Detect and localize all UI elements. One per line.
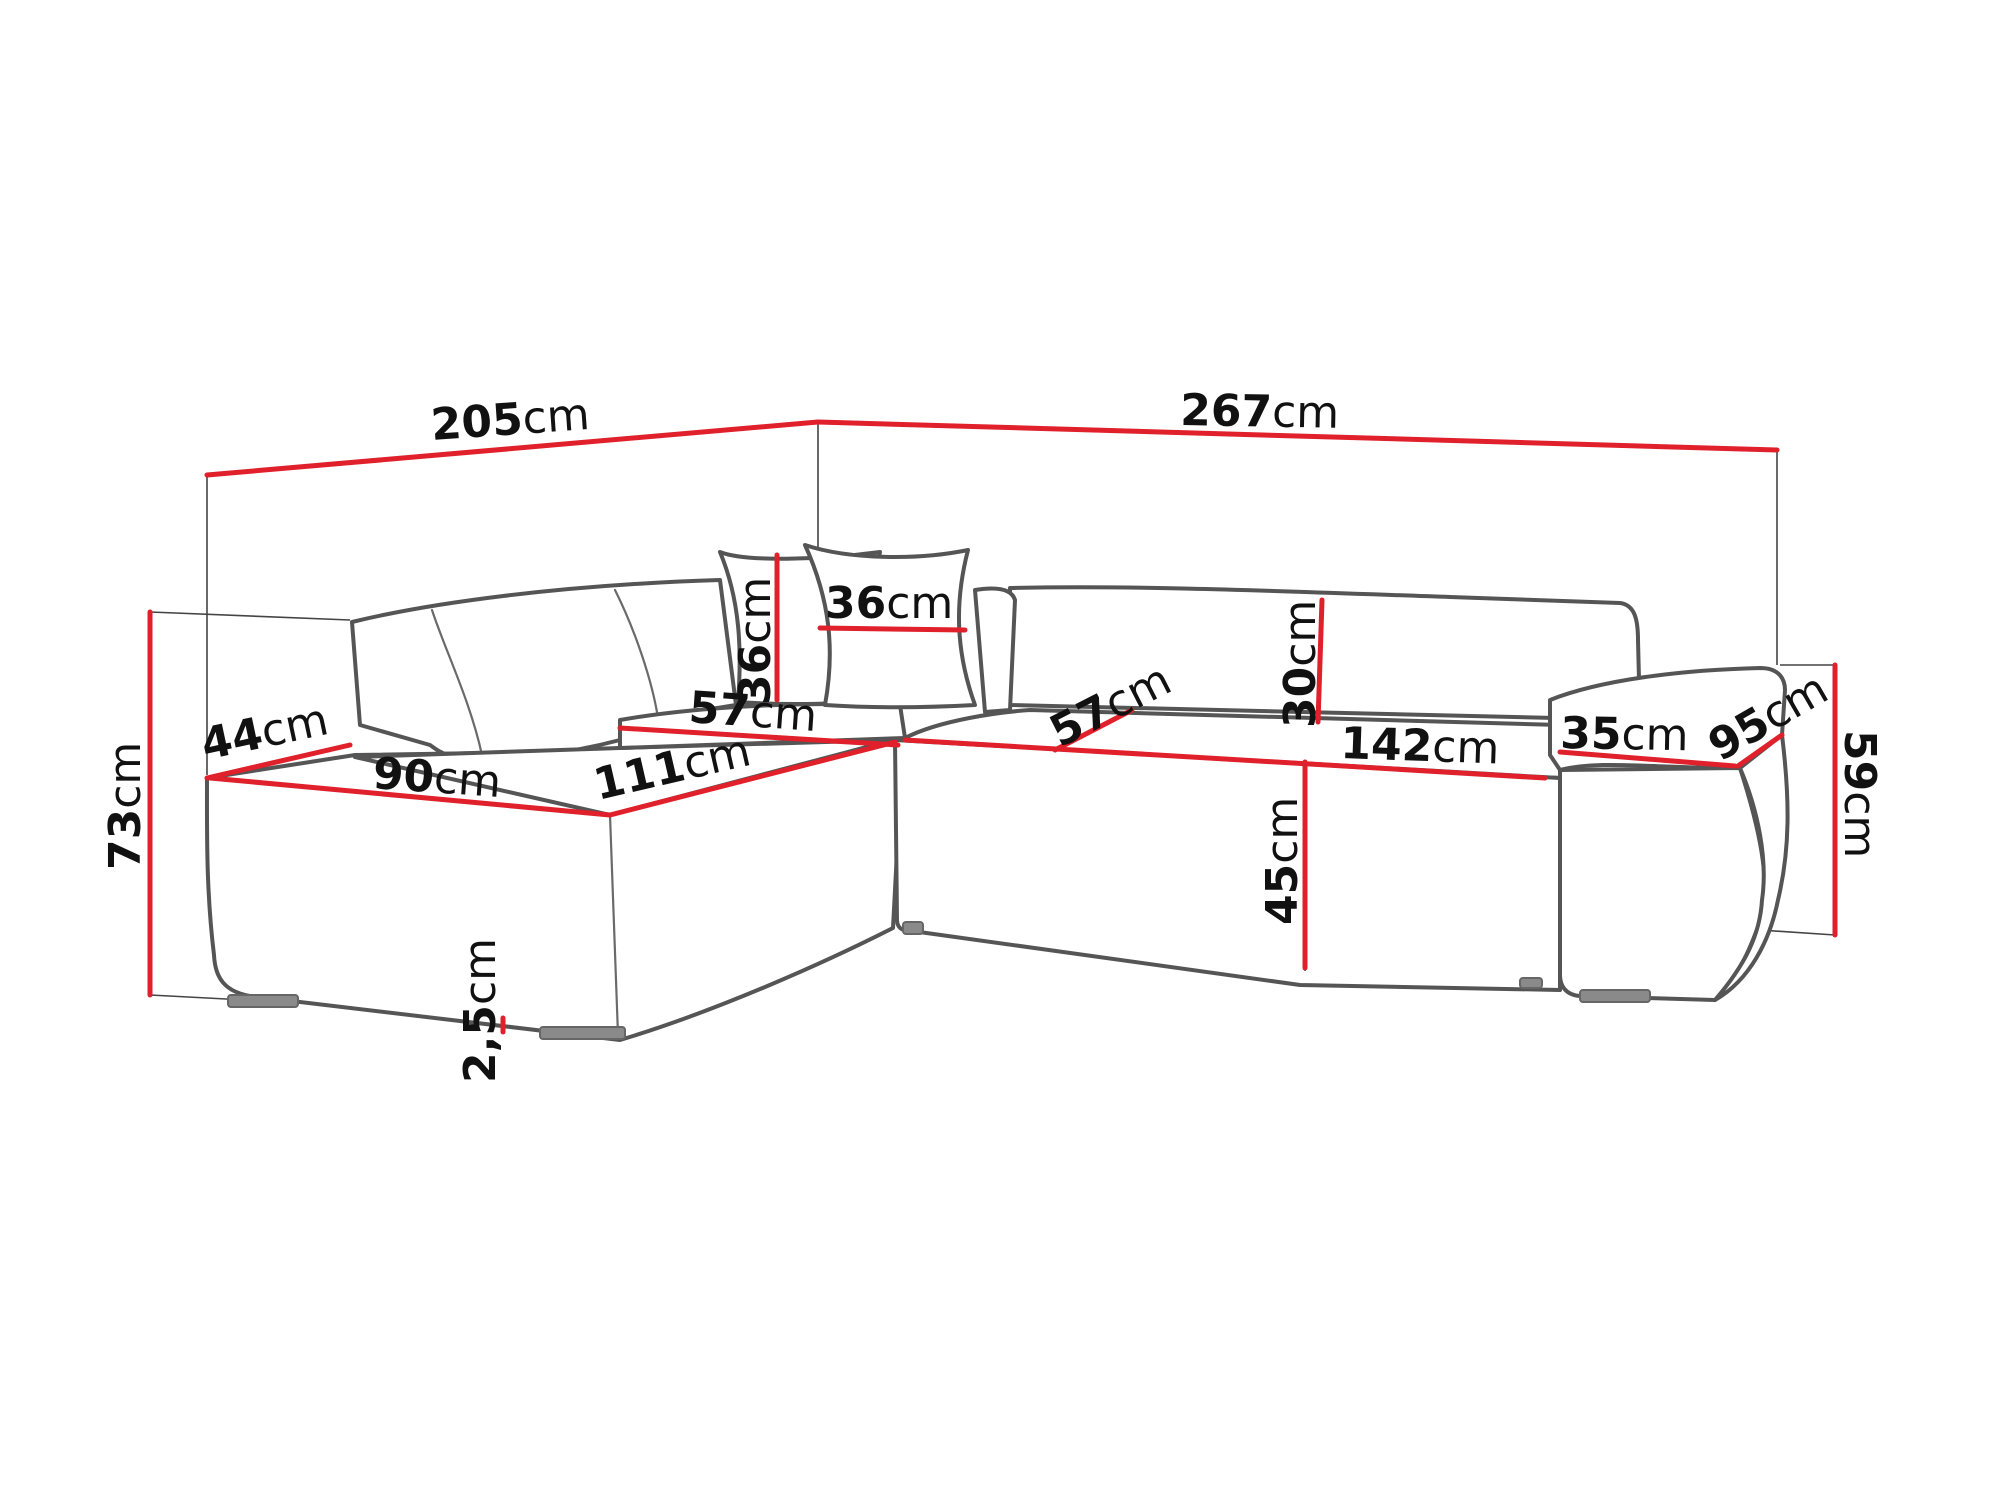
- dim-line-90-111: [207, 775, 613, 818]
- label-30: 30cm: [1275, 600, 1326, 728]
- label-36-pillow-h: 36cm: [730, 577, 781, 705]
- dim-line-57-left: [617, 725, 901, 748]
- dim-line-205: [204, 419, 821, 478]
- label-142: 142cm: [1340, 718, 1501, 775]
- label-59: 59cm: [1834, 730, 1885, 858]
- dim-line-36-pillow-w: [817, 625, 968, 633]
- dim-line-44: [204, 742, 353, 781]
- label-35: 35cm: [1560, 708, 1689, 761]
- dim-line-111: [607, 739, 898, 818]
- dim-line-30: [1315, 597, 1325, 725]
- label-57-left: 57cm: [687, 682, 819, 742]
- label-36-pillow-w: 36cm: [825, 578, 953, 629]
- label-45: 45cm: [1257, 797, 1308, 925]
- label-2-5: 2,5cm: [455, 938, 506, 1083]
- label-267: 267cm: [1180, 385, 1340, 439]
- dim-line-267: [815, 419, 1780, 453]
- label-205: 205cm: [429, 389, 591, 451]
- label-73: 73cm: [100, 742, 151, 870]
- dim-line-142: [902, 737, 1548, 781]
- dimension-lines: [147, 419, 1838, 1035]
- dim-line-57-right: [1052, 707, 1135, 753]
- sofa-outline: [204, 543, 1790, 1042]
- dimension-labels: 205cm 267cm 73cm 44cm 90cm 111cm 57cm 36…: [100, 385, 1885, 1083]
- extension-lines: [149, 422, 1836, 1001]
- dim-line-95: [1735, 732, 1785, 769]
- label-44: 44cm: [197, 694, 333, 771]
- dim-line-35: [1557, 749, 1738, 769]
- label-90: 90cm: [371, 748, 503, 808]
